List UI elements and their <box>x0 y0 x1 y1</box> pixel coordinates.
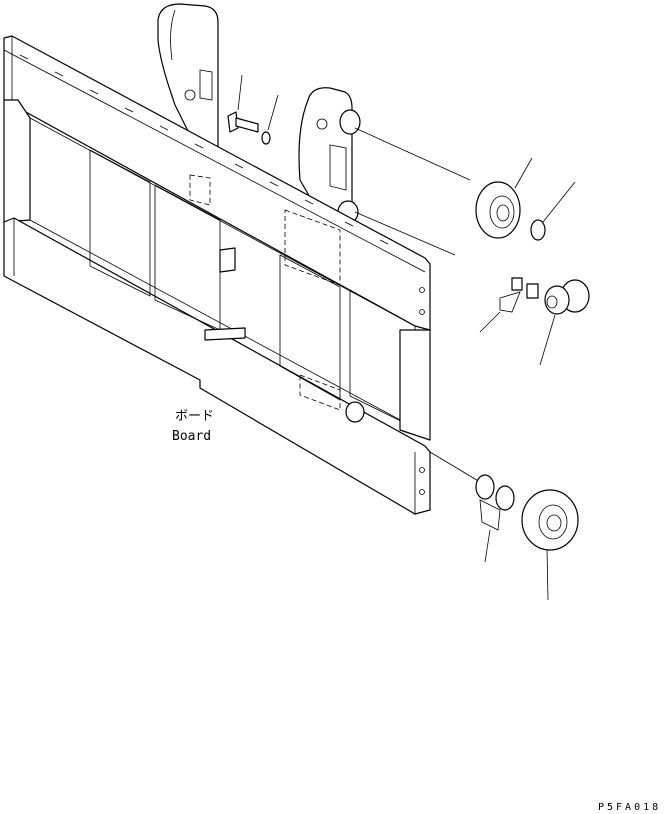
lower-shims <box>429 451 515 563</box>
washer <box>261 94 279 145</box>
shims <box>479 277 539 333</box>
drawing-code: P5FA018 <box>598 802 661 813</box>
upper-roller <box>354 127 533 256</box>
board-label-en: Board <box>172 429 211 444</box>
lower-roller <box>521 489 579 601</box>
board-label-jp: ボード <box>175 409 214 424</box>
bolt <box>227 74 259 133</box>
right-upright-bracket <box>298 87 361 233</box>
snap-ring-upper <box>530 181 576 241</box>
board-frame <box>3 35 431 515</box>
left-upright-bracket <box>157 3 219 156</box>
middle-roller <box>539 279 590 366</box>
